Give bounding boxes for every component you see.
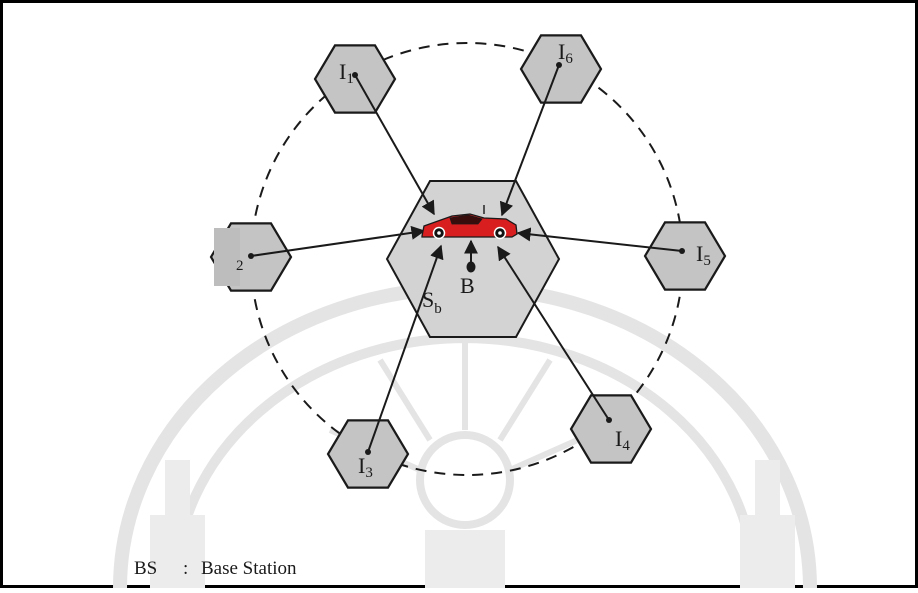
legend-text: Base Station bbox=[201, 558, 297, 579]
label-i4: I4 bbox=[615, 426, 630, 454]
cell-2-overlap-patch bbox=[214, 228, 240, 286]
base-station-dot bbox=[466, 261, 476, 273]
interferer-cell-1 bbox=[313, 44, 397, 114]
arrow-from-i1 bbox=[354, 74, 435, 216]
arrow-from-i3 bbox=[367, 244, 444, 453]
interferer-dots bbox=[248, 62, 685, 455]
i4-dot bbox=[606, 417, 612, 423]
label-i2: 2 bbox=[236, 258, 244, 274]
label-i5: I5 bbox=[696, 241, 711, 269]
legend-abbr: BS bbox=[134, 558, 157, 579]
interferer-cell-4 bbox=[569, 394, 653, 464]
car-icon bbox=[421, 205, 518, 240]
interferer-cell-5 bbox=[643, 221, 727, 291]
interferer-labels: I1 I6 2 I5 I3 I4 bbox=[236, 39, 711, 481]
arrow-from-i4 bbox=[497, 245, 610, 421]
interferer-cell-6 bbox=[519, 34, 603, 104]
serving-cell-label: Sb bbox=[422, 287, 442, 317]
legend: BS : Base Station bbox=[134, 558, 297, 579]
i2-dot bbox=[248, 253, 254, 259]
i5-dot bbox=[679, 248, 685, 254]
interference-arrows bbox=[250, 64, 683, 453]
label-i6: I6 bbox=[558, 39, 573, 67]
arrow-from-i5 bbox=[516, 227, 683, 252]
watermark-towers bbox=[150, 460, 795, 588]
base-station-label: B bbox=[460, 273, 475, 298]
label-i1: I1 bbox=[339, 59, 354, 87]
i6-dot bbox=[556, 62, 562, 68]
label-i3: I3 bbox=[358, 453, 373, 481]
i1-dot bbox=[352, 72, 358, 78]
arrow-from-i6 bbox=[499, 64, 560, 217]
legend-separator: : bbox=[183, 558, 188, 579]
serving-cell-hexagon bbox=[385, 180, 561, 338]
i3-dot bbox=[365, 449, 371, 455]
arrow-from-i2 bbox=[250, 225, 426, 257]
